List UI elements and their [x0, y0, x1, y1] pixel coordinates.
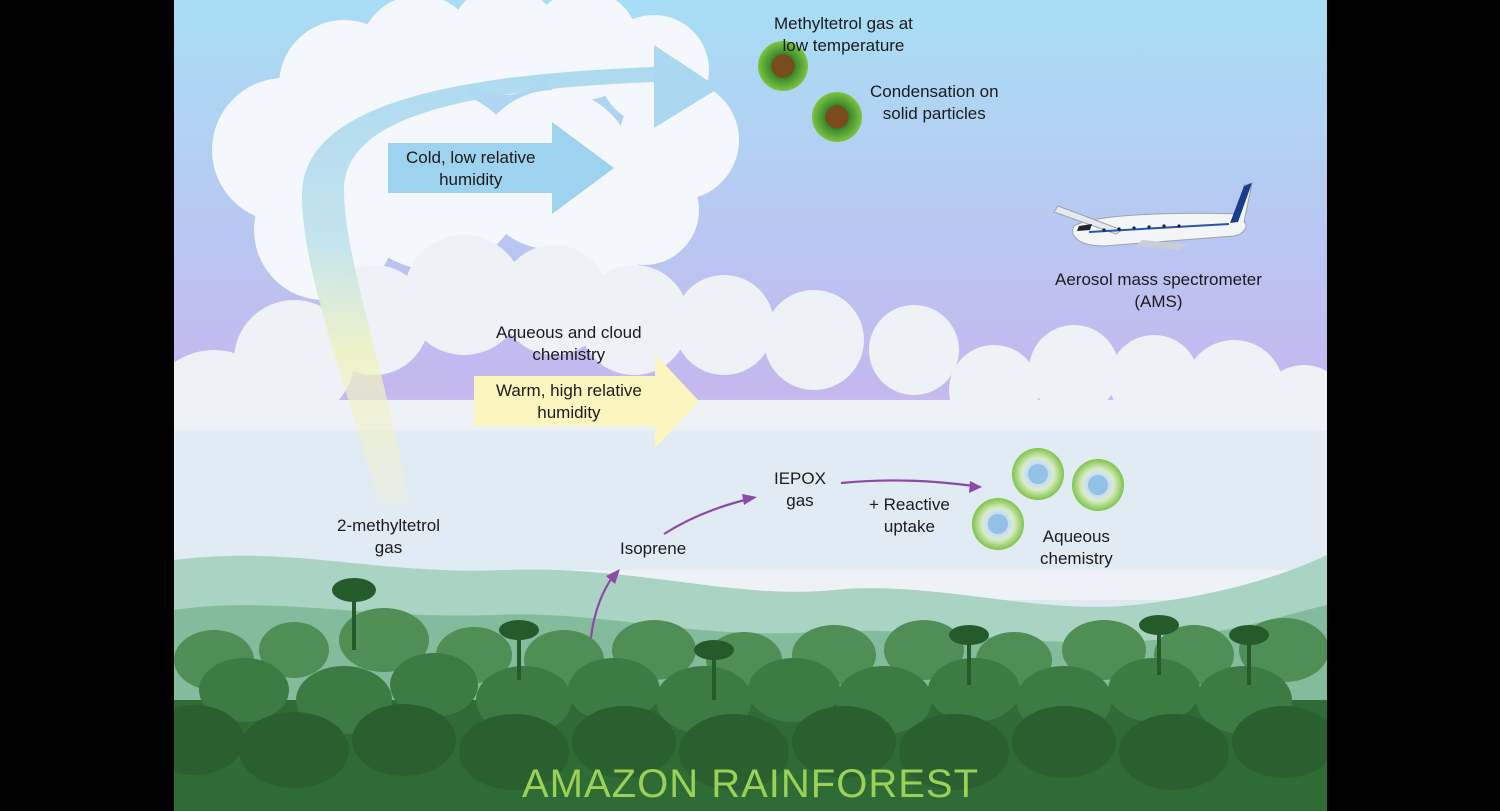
cold-arrow: [388, 122, 614, 214]
label-methyltetrol-low-temp: Methyltetrol gas at low temperature: [774, 13, 913, 57]
updraft-arrow-head: [654, 45, 719, 128]
label-condensation: Condensation on solid particles: [870, 81, 999, 125]
purple-arrowheads: [606, 481, 982, 584]
label-line: Methyltetrol gas at: [774, 14, 913, 33]
label-line: humidity: [537, 403, 601, 422]
aqueous-particle-icon: [1012, 448, 1064, 500]
aqueous-particle-icon: [972, 498, 1024, 550]
aqueous-particle-icon: [1072, 459, 1124, 511]
label-line: Aqueous: [1042, 527, 1110, 546]
label-line: Aqueous and cloud: [496, 323, 642, 342]
label-line: Isoprene: [620, 539, 687, 558]
label-line: + Reactive: [869, 495, 950, 514]
label-line: chemistry: [532, 345, 606, 364]
label-line: (AMS): [1134, 292, 1183, 311]
forest-title: AMAZON RAINFOREST: [521, 762, 980, 806]
rainforest-canopy: [174, 578, 1327, 811]
label-ams: Aerosol mass spectrometer (AMS): [1055, 269, 1262, 313]
diagram-canvas: Methyltetrol gas at low temperature Cond…: [174, 0, 1327, 811]
label-line: solid particles: [882, 104, 986, 123]
label-isoprene: Isoprene: [620, 538, 686, 560]
label-line: Condensation on: [870, 82, 999, 101]
arrow-iepox-to-aqueous: [840, 479, 975, 488]
label-line: uptake: [883, 517, 935, 536]
label-methyltetrol-gas: 2-methyltetrol gas: [337, 515, 440, 559]
label-aqueous-cloud: Aqueous and cloud chemistry: [496, 322, 642, 366]
label-aqueous-chemistry: Aqueous chemistry: [1040, 526, 1113, 570]
airplane-icon: [1053, 182, 1253, 250]
diagram-svg: [174, 0, 1327, 811]
label-iepox: IEPOX gas: [774, 468, 826, 512]
label-reactive-uptake: + Reactive uptake: [869, 494, 950, 538]
label-line: gas: [786, 491, 814, 510]
label-line: chemistry: [1040, 549, 1113, 568]
arrow-isoprene-to-iepox: [663, 497, 750, 535]
solid-particle-icon: [758, 41, 808, 91]
label-warm-humidity: Warm, high relative humidity: [496, 380, 642, 424]
label-line: Cold, low relative: [406, 148, 536, 167]
label-line: 2-methyltetrol: [337, 516, 440, 535]
label-line: IEPOX: [774, 469, 826, 488]
label-line: gas: [374, 538, 403, 557]
label-line: low temperature: [782, 36, 905, 55]
warm-arrow: [474, 354, 699, 448]
solid-particle-icon: [812, 92, 862, 142]
label-cold-humidity: Cold, low relative humidity: [406, 147, 535, 191]
label-line: humidity: [439, 170, 503, 189]
label-line: Aerosol mass spectrometer: [1055, 270, 1262, 289]
label-line: Warm, high relative: [496, 381, 642, 400]
